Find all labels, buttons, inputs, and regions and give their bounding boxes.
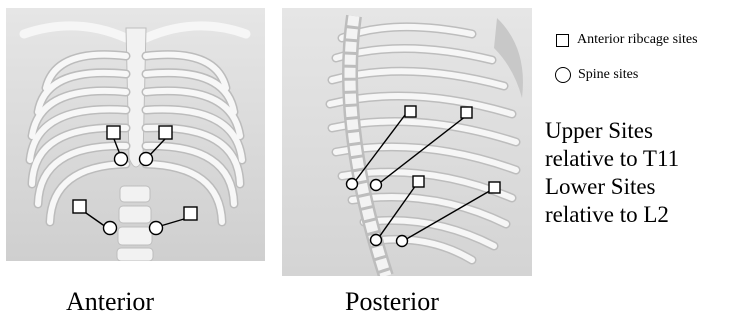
note-lower-reference: relative to L2 xyxy=(545,201,669,229)
ribcage-site-square xyxy=(159,126,172,139)
ribcage-site-square xyxy=(405,106,416,117)
spine-site-circle xyxy=(347,179,358,190)
ribcage-site-square xyxy=(73,200,86,213)
legend-spine-sites: Spine sites xyxy=(556,67,638,83)
ribcage-site-square xyxy=(107,126,120,139)
note-upper-reference: relative to T11 xyxy=(545,145,679,173)
spine-site-circle xyxy=(140,153,153,166)
spine-site-circle xyxy=(371,180,382,191)
posterior-ribcage-image xyxy=(282,8,532,276)
caption-anterior: Anterior xyxy=(66,289,154,315)
ribcage-site-square xyxy=(461,107,472,118)
spine-site-circle xyxy=(150,222,163,235)
spine-site-circle xyxy=(104,222,117,235)
spine-site-circle xyxy=(115,153,128,166)
square-icon xyxy=(556,34,569,47)
spine-site-circle xyxy=(371,235,382,246)
legend-label-spine: Spine sites xyxy=(578,67,638,83)
legend-label-ribcage: Anterior ribcage sites xyxy=(577,32,698,48)
spine-site-circle xyxy=(397,236,408,247)
circle-icon xyxy=(555,67,571,83)
note-lower-sites: Lower Sites xyxy=(545,173,656,201)
anterior-ribcage-image xyxy=(6,8,265,261)
legend-ribcage-sites: Anterior ribcage sites xyxy=(556,32,698,48)
note-upper-sites: Upper Sites xyxy=(545,117,653,145)
ribcage-site-square xyxy=(413,176,424,187)
ribcage-site-square xyxy=(489,182,500,193)
caption-posterior: Posterior xyxy=(345,289,439,315)
ribcage-site-square xyxy=(184,207,197,220)
